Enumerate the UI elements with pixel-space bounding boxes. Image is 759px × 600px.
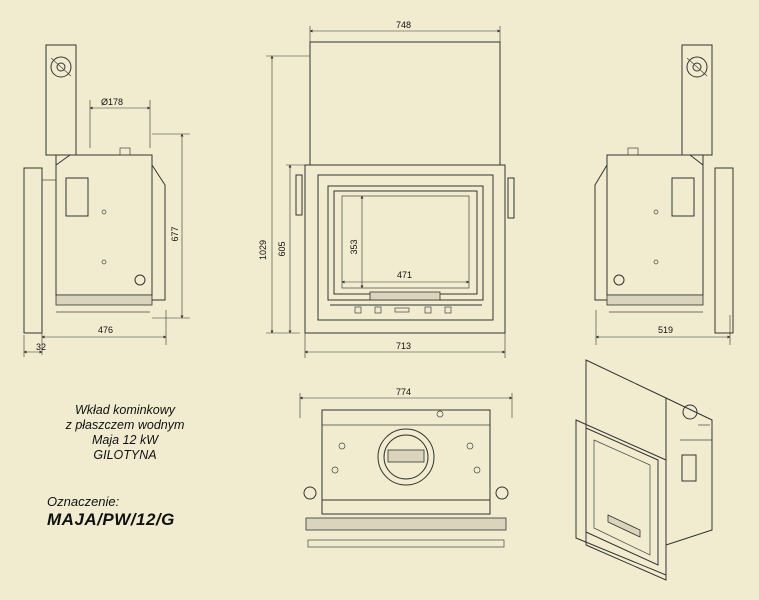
dim-side-left-height: 677 (170, 226, 180, 241)
right-side-view: 519 (594, 44, 734, 345)
top-view: 774 (299, 387, 513, 548)
flue-outlet-icon (50, 56, 72, 78)
left-side-view: Ø178 677 476 32 (23, 44, 190, 357)
dim-side-right-depth: 519 (658, 325, 673, 335)
description-line-3: Maja 12 kW (92, 433, 158, 447)
dim-front-height-body: 605 (277, 241, 287, 256)
dim-glass-width: 471 (397, 270, 412, 280)
dim-flue-diameter: Ø178 (101, 97, 123, 107)
designation-code: MAJA/PW/12/G (47, 510, 175, 529)
dim-side-left-depth: 476 (98, 325, 113, 335)
dim-front-height-total: 1029 (258, 240, 268, 260)
description-line-2: z płaszczem wodnym (65, 418, 185, 432)
front-view: 748 713 1029 605 353 471 (258, 20, 515, 358)
isometric-view (575, 359, 713, 581)
dim-top-width: 774 (396, 387, 411, 397)
description-line-1: Wkład kominkowy (74, 403, 176, 417)
control-knobs (354, 306, 452, 314)
description-line-4: GILOTYNA (93, 448, 157, 462)
dim-glass-height: 353 (349, 239, 359, 254)
product-description: Wkład kominkowy z płaszczem wodnym Maja … (30, 403, 220, 463)
flue-outlet-icon-right (686, 56, 708, 78)
dim-side-left-offset: 32 (36, 342, 46, 352)
designation-label: Oznaczenie: (47, 494, 120, 509)
dim-front-width-bottom: 713 (396, 341, 411, 351)
dim-front-width-top: 748 (396, 20, 411, 30)
